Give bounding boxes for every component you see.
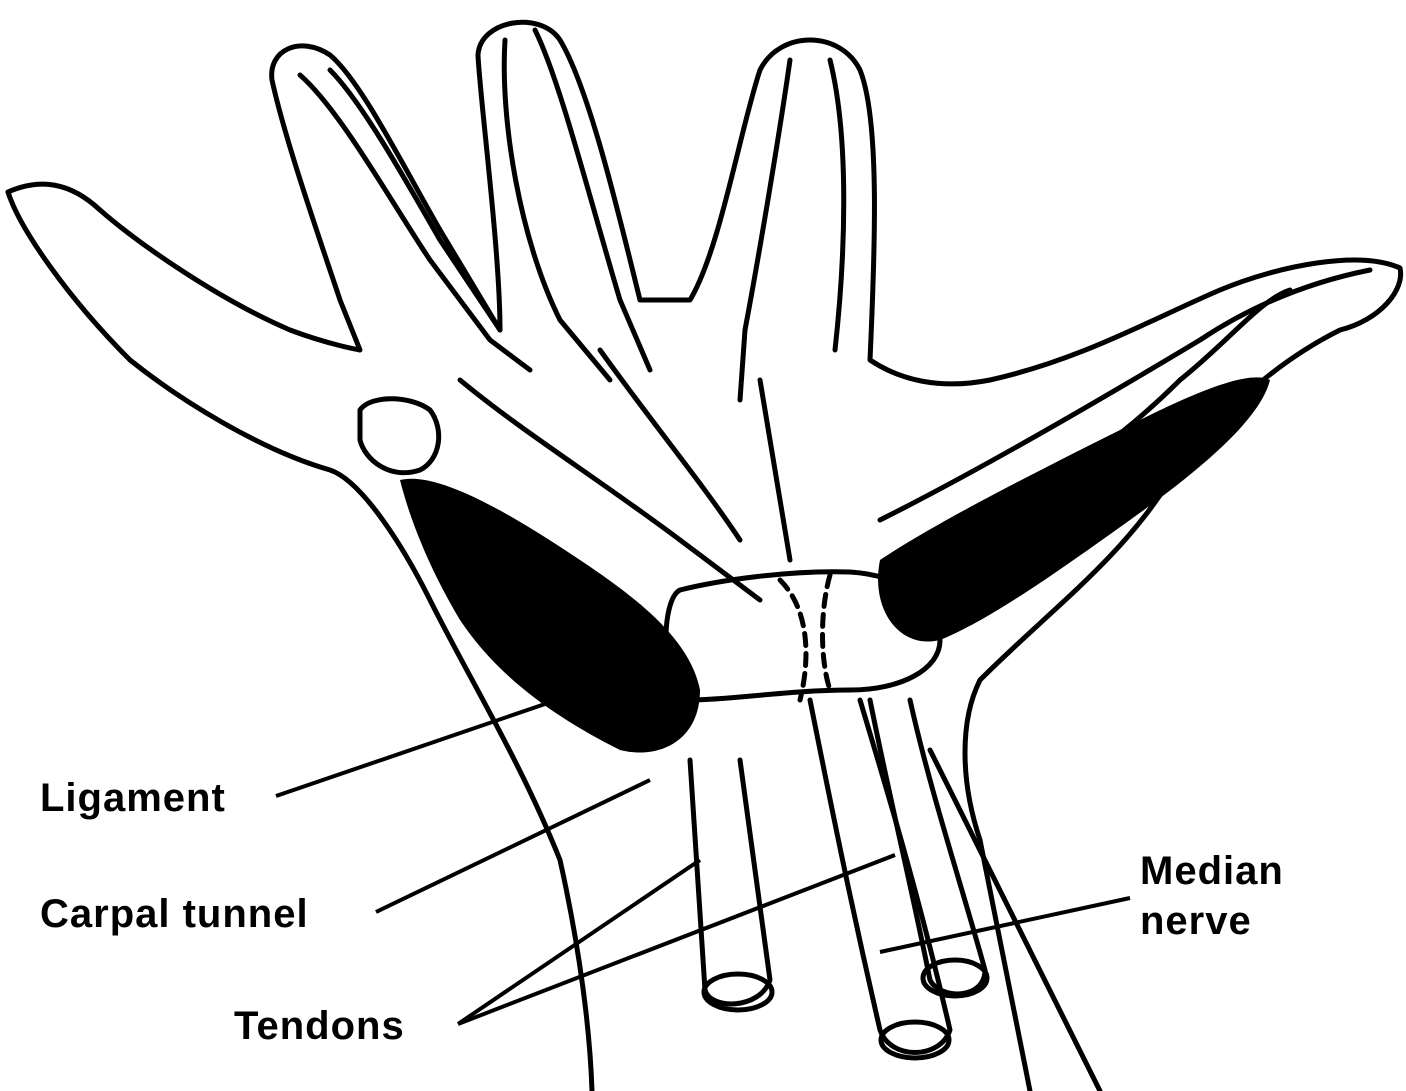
leader-ligament [276, 704, 545, 796]
leader-carpal-tunnel [376, 780, 650, 912]
label-ligament: Ligament [40, 776, 226, 820]
label-carpal-tunnel: Carpal tunnel [40, 892, 309, 936]
tendon-exit-1 [690, 760, 770, 1004]
bone-hamate [360, 399, 439, 473]
label-median-nerve-line1: Median [1140, 846, 1284, 896]
wrist-right-edge [930, 750, 1100, 1091]
finger-middle-inner [535, 30, 650, 370]
tendon-palm-2 [600, 350, 740, 540]
leader-tendons-2 [458, 855, 895, 1024]
tendon-palm-3 [760, 380, 790, 560]
label-median-nerve-line2: nerve [1140, 896, 1284, 946]
finger-ring-inner [830, 60, 844, 350]
ligament-dash-1 [780, 580, 806, 700]
leader-tendons-1 [458, 860, 700, 1024]
finger-index-inner [330, 70, 500, 330]
ligament-dash-2 [823, 575, 831, 690]
label-median-nerve: Median nerve [1140, 846, 1284, 946]
label-tendons: Tendons [234, 1004, 405, 1048]
tendon-end-3 [923, 960, 987, 996]
